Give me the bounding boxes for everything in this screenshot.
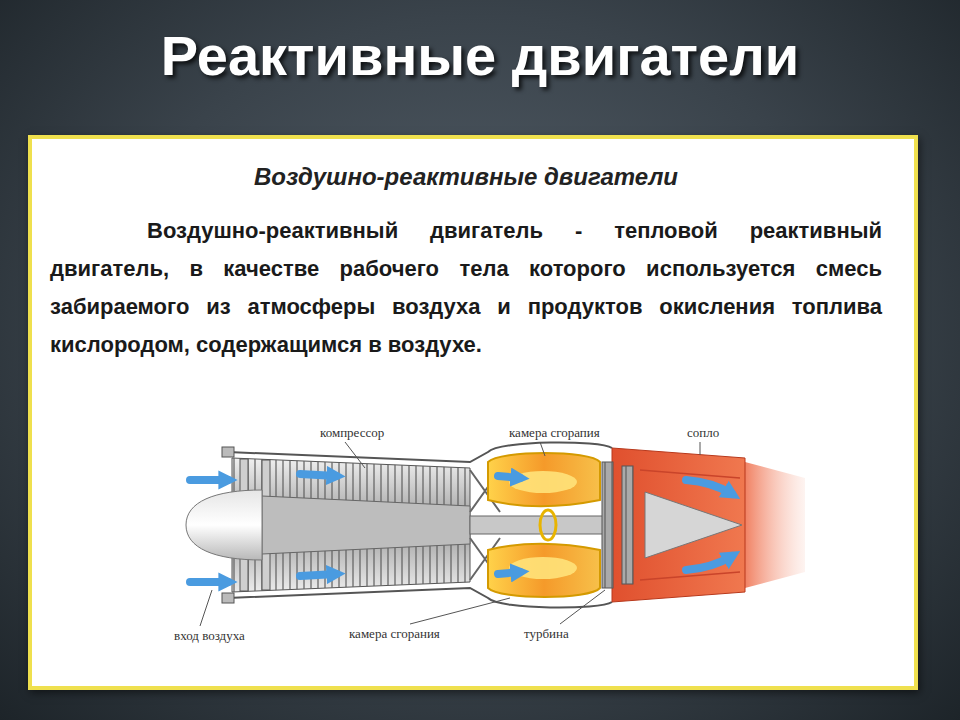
nozzle-label: сопло (685, 425, 721, 441)
air-inlet-label: вход воздуха (172, 628, 247, 644)
definition-text: Воздушно-реактивный двигатель - тепловой… (50, 212, 882, 364)
combustion-chamber-label: камера сгорания (347, 626, 442, 642)
compressor-label: компрессор (318, 425, 386, 441)
slide-title: Реактивные двигатели (0, 22, 960, 89)
turbine-label: турбина (522, 626, 571, 642)
panel-heading: Воздушно-реактивные двигатели (50, 161, 882, 192)
definition-panel: Воздушно-реактивные двигателиВоздушно-ре… (28, 135, 918, 690)
combustion-chamber-label: камера сгорапия (507, 425, 602, 441)
